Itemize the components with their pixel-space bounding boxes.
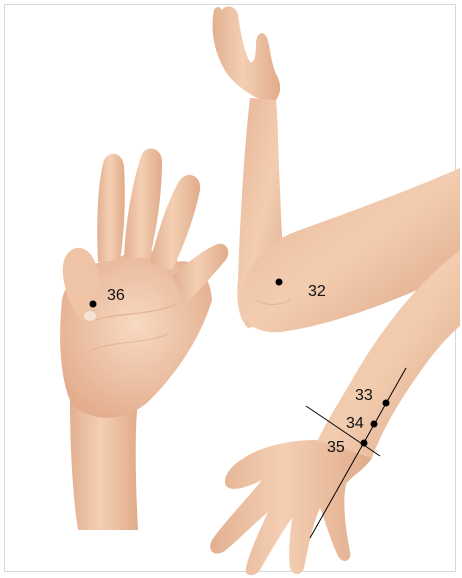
point-33-marker [383, 400, 390, 407]
left-forearm [70, 398, 138, 530]
raised-hand [213, 7, 281, 104]
point-32-marker [276, 279, 283, 286]
left-thumb-nail [84, 311, 96, 321]
point-35-label: 35 [327, 439, 345, 456]
left-index-finger [97, 154, 125, 262]
point-34-marker [371, 421, 378, 428]
point-35-marker [361, 440, 368, 447]
point-34-label: 34 [346, 415, 364, 432]
left-palm-hand [60, 148, 228, 530]
point-36-label: 36 [107, 287, 125, 304]
point-36-marker [90, 301, 97, 308]
point-33-label: 33 [355, 387, 373, 404]
lower-hand [210, 440, 372, 575]
point-32-label: 32 [308, 283, 326, 300]
